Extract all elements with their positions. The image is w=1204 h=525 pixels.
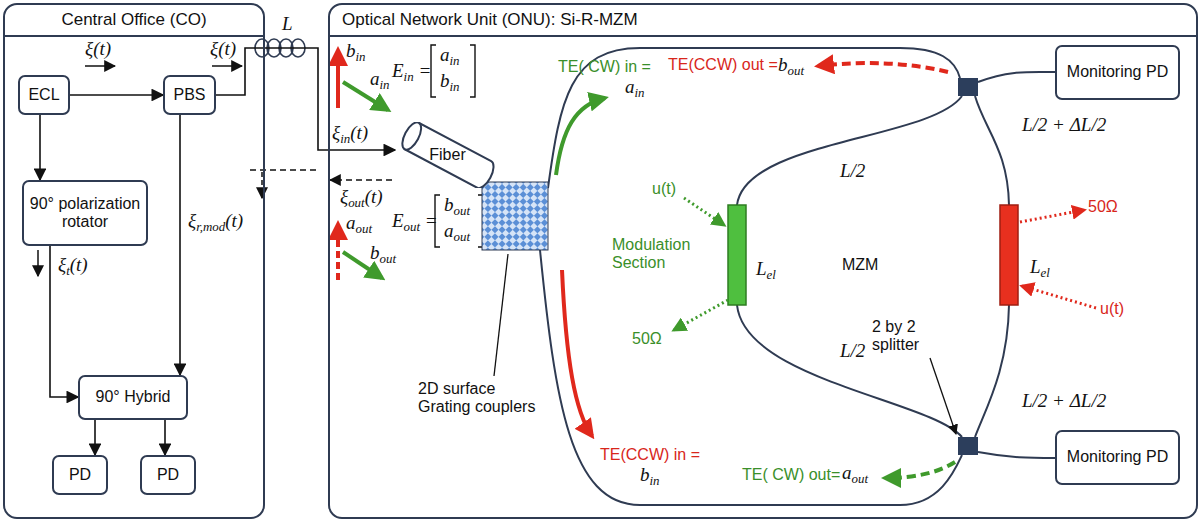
mode-label: TE(CCW) out = bbox=[668, 56, 778, 74]
fiber-end bbox=[399, 122, 425, 153]
arm-length: L/2 + ΔL/2 bbox=[1022, 114, 1106, 136]
matrix-entry: ain bbox=[440, 44, 460, 69]
polarization-label: bout bbox=[370, 242, 396, 267]
signal-label: ξ(t) bbox=[210, 38, 236, 60]
mzm-label: MZM bbox=[842, 256, 878, 274]
leader-arrow bbox=[930, 358, 956, 434]
monitor-waveguide bbox=[978, 452, 1055, 458]
box-label: Monitoring PD bbox=[1063, 63, 1172, 81]
matrix-entry: aout bbox=[444, 220, 470, 245]
polarization-arrow bbox=[336, 50, 340, 108]
ccw-in-arrow bbox=[562, 270, 592, 436]
box-label: PBS bbox=[169, 86, 209, 104]
monitor-box: Monitoring PD bbox=[1055, 430, 1180, 485]
panel-title: Optical Network Unit (ONU): Si-R-MZM bbox=[330, 5, 1196, 37]
arm-length: L/2 bbox=[840, 340, 865, 362]
electrode-length: Lel bbox=[1030, 256, 1050, 281]
cw-out-arrow bbox=[885, 462, 955, 478]
signal-label: ξr,mod(t) bbox=[188, 210, 243, 235]
box-label: Fiber bbox=[425, 146, 469, 164]
signal-connector bbox=[179, 115, 181, 375]
drive-arrow bbox=[1022, 286, 1096, 308]
polarization-label: aout bbox=[346, 212, 372, 237]
matrix-bracket bbox=[431, 45, 475, 97]
drive-arrow bbox=[684, 198, 724, 225]
mode-field: bin bbox=[640, 464, 660, 489]
panel-title: Central Office (CO) bbox=[5, 5, 263, 37]
signal-connector bbox=[39, 115, 41, 180]
signal-arrow bbox=[85, 65, 115, 67]
box-label: 90° Hybrid bbox=[92, 388, 175, 406]
dashed-line bbox=[250, 169, 318, 171]
arm-length: L/2 + ΔL/2 bbox=[1022, 390, 1106, 412]
laser-box: ECL bbox=[18, 75, 70, 115]
rotator-box: 90° polarization rotator bbox=[22, 180, 148, 246]
office-panel: Central Office (CO) ECL PBS 90° polarizatio… bbox=[3, 3, 265, 519]
grating-coupler bbox=[482, 182, 548, 250]
drive-label: u(t) bbox=[1100, 300, 1124, 318]
mzm-arm bbox=[737, 96, 962, 437]
modulation-electrode bbox=[728, 205, 746, 305]
ccw-out-arrow bbox=[818, 63, 948, 72]
box-label: ECL bbox=[24, 86, 63, 104]
box-label: Monitoring PD bbox=[1063, 448, 1172, 466]
polarization-arrow bbox=[336, 224, 340, 280]
dashed-arrow bbox=[261, 172, 263, 198]
leader-line bbox=[494, 254, 508, 376]
drive-label: u(t) bbox=[652, 180, 676, 198]
termination-arrow bbox=[674, 300, 728, 330]
detector-box: PD bbox=[52, 455, 108, 495]
termination-label: 50Ω bbox=[1088, 198, 1118, 216]
mode-field: aout bbox=[842, 462, 868, 487]
arm-length: L/2 bbox=[840, 160, 865, 182]
field-label: Ein = bbox=[392, 60, 431, 85]
ring-waveguide bbox=[548, 48, 960, 188]
mode-field: ain bbox=[625, 76, 645, 101]
box-label: PD bbox=[65, 466, 95, 484]
signal-connector bbox=[70, 94, 163, 96]
length-label: L bbox=[282, 13, 293, 35]
splitter-2x2 bbox=[958, 437, 978, 455]
dashed-arrow bbox=[330, 179, 392, 181]
grating-label: 2D surface Grating couplers bbox=[418, 380, 536, 417]
signal-label: ξout(t) bbox=[340, 186, 383, 211]
termination-label: 50Ω bbox=[632, 330, 662, 348]
polarization-label: ain bbox=[370, 68, 390, 93]
matrix-entry: bout bbox=[444, 194, 470, 219]
mode-label: TE( CW) out= bbox=[742, 466, 840, 484]
fiber-cylinder: Fiber bbox=[395, 122, 500, 188]
mode-label: TE( CW) in = bbox=[558, 58, 651, 76]
polarization-label: bin bbox=[346, 40, 366, 65]
hybrid-box: 90° Hybrid bbox=[78, 375, 188, 420]
field-label: Eout = bbox=[392, 210, 438, 235]
section-label: Modulation Section bbox=[612, 236, 717, 273]
cw-in-arrow bbox=[556, 98, 605, 175]
signal-arrow bbox=[37, 250, 39, 276]
signal-connector bbox=[164, 420, 166, 455]
signal-connector bbox=[94, 420, 96, 455]
mode-label: TE(CCW) in = bbox=[600, 446, 700, 464]
termination-arrow bbox=[1020, 210, 1084, 222]
signal-label: ξin(t) bbox=[332, 122, 368, 147]
matrix-entry: bin bbox=[440, 70, 460, 95]
signal-label: ξt(t) bbox=[58, 254, 88, 279]
box-label: 90° polarization rotator bbox=[24, 195, 146, 232]
monitor-waveguide bbox=[978, 72, 1055, 82]
signal-label: ξ(t) bbox=[85, 38, 111, 60]
modulation-electrode bbox=[1000, 205, 1018, 305]
matrix-bracket bbox=[435, 195, 483, 247]
signal-arrow bbox=[212, 65, 242, 67]
detector-box: PD bbox=[140, 455, 196, 495]
monitor-box: Monitoring PD bbox=[1055, 45, 1180, 100]
mode-field: bout bbox=[778, 54, 804, 79]
box-label: PD bbox=[153, 466, 183, 484]
ring-waveguide bbox=[540, 250, 962, 505]
splitter-2x2 bbox=[958, 78, 978, 96]
signal-connector bbox=[216, 48, 395, 150]
splitter-label: 2 by 2 splitter bbox=[872, 318, 946, 355]
electrode-length: Lel bbox=[756, 258, 776, 283]
splitter-box: PBS bbox=[163, 75, 216, 115]
